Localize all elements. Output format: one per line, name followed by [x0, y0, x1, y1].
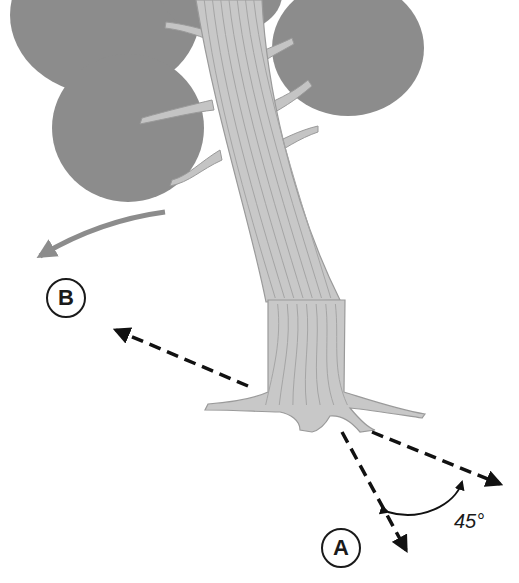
- falling-trunk: [196, 0, 340, 302]
- stump-line: [305, 304, 307, 405]
- stump: [205, 300, 425, 432]
- stump-line: [326, 304, 334, 405]
- bark-lines: [204, 0, 331, 298]
- stump-line: [316, 304, 320, 405]
- bark-line: [213, 0, 285, 298]
- stump-line: [335, 304, 347, 405]
- bark-line: [229, 0, 303, 298]
- callout-letter: B: [58, 287, 74, 309]
- escape-routes: [116, 330, 500, 550]
- bark-line: [237, 0, 312, 298]
- stump-bark-lines: [266, 304, 348, 405]
- stump-line: [279, 304, 288, 405]
- bark-line: [221, 0, 294, 298]
- bark-line: [204, 0, 275, 298]
- angle-label: 45°: [452, 510, 486, 533]
- callout-circle: B: [46, 278, 86, 318]
- bark-line: [246, 0, 322, 298]
- fall-direction-arrow: [40, 212, 165, 256]
- callout-circle: A: [321, 528, 361, 568]
- callout-letter: A: [333, 537, 349, 559]
- stump-line: [293, 304, 298, 405]
- bark-line: [254, 0, 331, 298]
- stump-line: [266, 304, 279, 405]
- angle-arc: [388, 482, 462, 515]
